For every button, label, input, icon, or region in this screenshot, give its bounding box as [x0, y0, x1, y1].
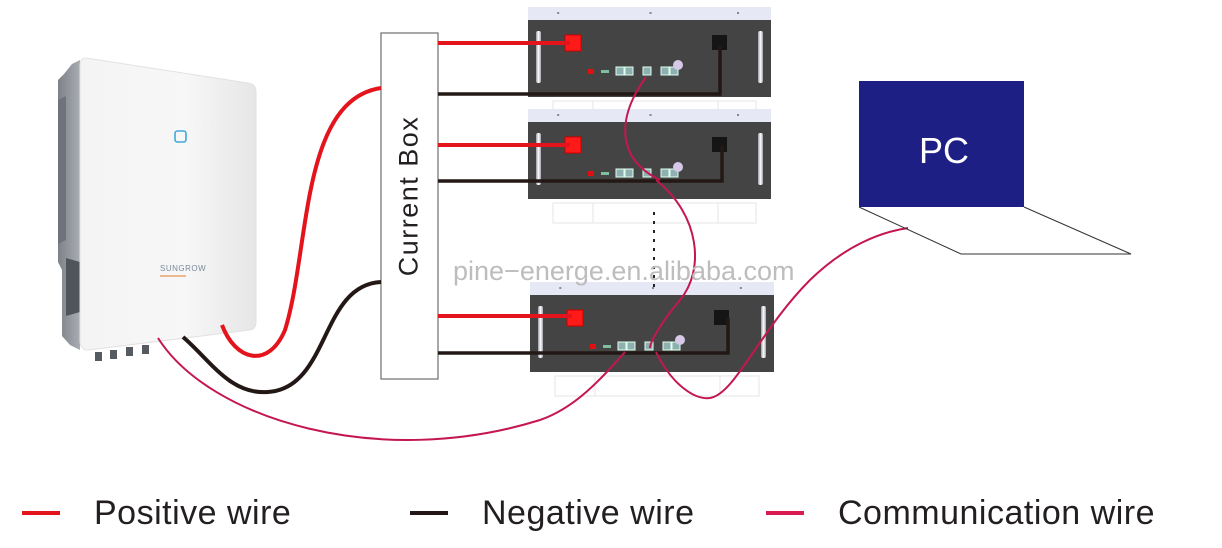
screw-icon [559, 287, 562, 289]
dip-switch-icon [601, 70, 609, 73]
legend-item-positive: Positive wire [22, 488, 291, 538]
pc-label: PC [919, 130, 970, 171]
battery-handle-right [761, 306, 766, 358]
legend-item-negative: Negative wire [410, 488, 694, 538]
rj45-port-icon [642, 66, 652, 76]
battery-module-2 [528, 109, 771, 224]
battery-handle-right [758, 133, 763, 185]
power-button-icon [673, 162, 683, 172]
comm-wire-inverter-to-battery [157, 337, 626, 441]
rj45-port-icon [662, 341, 672, 351]
legend-swatch-communication [766, 511, 804, 515]
legend-label-negative: Negative wire [482, 493, 695, 532]
rj45-port-icon [660, 66, 670, 76]
communication-wires [157, 76, 909, 441]
pc-screen [859, 81, 1024, 207]
battery-module-1 [528, 7, 771, 122]
battery-handle-right [758, 31, 763, 83]
inverter-connectors [95, 345, 149, 361]
dip-switch-icon [601, 172, 609, 175]
dip-switch-icon [603, 345, 611, 348]
negative-terminal-icon [714, 310, 729, 325]
power-button-icon [675, 335, 685, 345]
negative-wire-inverter-to-box [181, 280, 382, 395]
negative-terminal-icon [712, 35, 727, 50]
inverter [58, 57, 257, 361]
rj45-port-icon [644, 341, 654, 351]
battery-handle-left [536, 133, 541, 185]
legend-label-positive: Positive wire [94, 493, 292, 532]
rj45-port-icon [615, 66, 625, 76]
watermark: pine−energe.en.alibaba.com [453, 256, 795, 286]
screw-icon [739, 287, 742, 289]
legend-swatch-negative [410, 511, 448, 515]
screw-icon [652, 287, 654, 289]
inverter-status-led-icon [174, 130, 187, 143]
negative-wire-battery-n [438, 318, 730, 355]
power-button-icon [673, 60, 683, 70]
current-box [380, 32, 439, 380]
rj45-port-icon [624, 66, 634, 76]
led-indicator-icon [588, 171, 594, 176]
legend: Positive wire Negative wire Communicatio… [0, 488, 1222, 538]
battery-stack [528, 7, 774, 397]
negative-wire-battery-2 [438, 146, 724, 183]
legend-label-communication: Communication wire [838, 493, 1155, 532]
inverter-front-panel [79, 57, 257, 351]
rj45-port-icon [660, 168, 670, 178]
battery-shelf [554, 375, 760, 397]
comm-wire-battery-to-pc [655, 227, 909, 400]
rj45-port-icon [626, 341, 636, 351]
pc [858, 81, 1132, 255]
screw-icon [736, 114, 739, 116]
negative-wire-battery-1 [438, 46, 722, 96]
comm-wire-battery-1-2 [624, 76, 661, 181]
led-indicator-icon [588, 69, 594, 74]
comm-wire-battery-2-n [649, 179, 697, 349]
legend-swatch-positive [22, 511, 60, 515]
battery-handle-left [538, 306, 543, 358]
screw-icon [649, 12, 652, 14]
rj45-port-icon [615, 168, 625, 178]
battery-body [528, 20, 771, 97]
negative-terminal-icon [712, 137, 727, 152]
led-indicator-icon [590, 344, 596, 349]
battery-body [528, 122, 771, 199]
battery-body [530, 295, 774, 372]
inverter-switch [66, 258, 80, 316]
screw-icon [649, 114, 652, 116]
battery-handle-left [536, 31, 541, 83]
screw-icon [557, 114, 560, 116]
rj45-port-icon [617, 341, 627, 351]
inverter-brand-label: SUNGROW [160, 264, 207, 273]
battery-module-n [530, 282, 774, 397]
positive-wires [220, 41, 572, 358]
pc-keyboard-base [858, 206, 1132, 255]
screw-icon [736, 12, 739, 14]
positive-wire-inverter-to-box [220, 86, 382, 358]
screw-icon [557, 12, 560, 14]
current-box-label: Current Box [393, 115, 424, 277]
negative-wires [181, 46, 730, 395]
rj45-port-icon [624, 168, 634, 178]
legend-item-communication: Communication wire [766, 488, 1155, 538]
